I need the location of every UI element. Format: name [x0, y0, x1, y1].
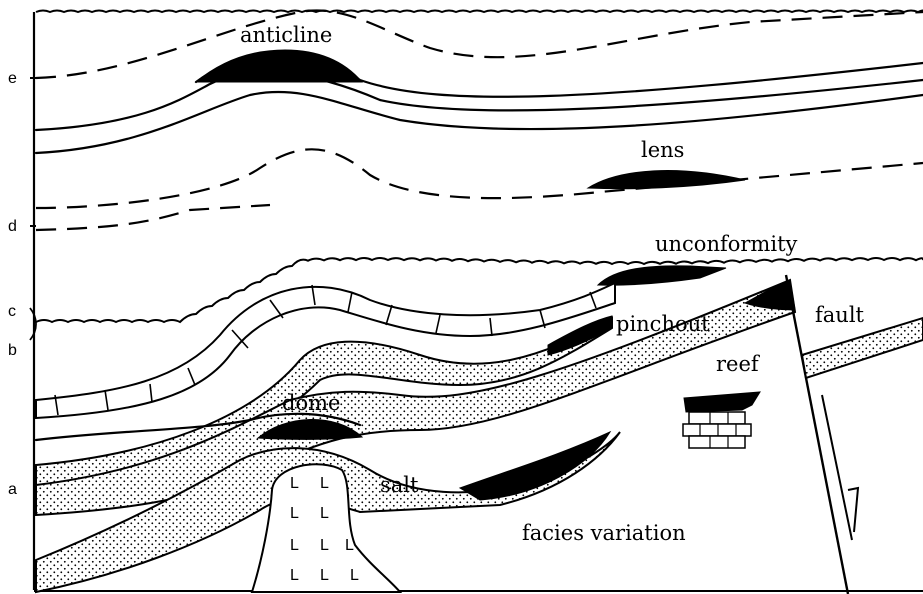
top-surface-wavy [36, 11, 923, 13]
dashed-bedding-d-top [36, 149, 923, 208]
side-label-c: c [8, 303, 16, 320]
anticline-bed-2 [36, 72, 923, 130]
fault-arrow-left [822, 395, 852, 540]
label-dome: dome [282, 391, 340, 415]
salt-symbol: L [320, 537, 329, 554]
salt-symbol: L [345, 537, 354, 554]
hanging-wall-sand-bed [802, 318, 923, 378]
side-label-b: b [8, 342, 17, 359]
salt-symbol: L [320, 475, 329, 492]
anticline-bed-3 [36, 92, 923, 153]
lens-trap [588, 171, 745, 189]
reef-body [683, 392, 760, 448]
label-salt: salt [380, 473, 419, 497]
dashed-bedding-d-bottom [36, 205, 270, 230]
side-label-a: a [8, 481, 17, 498]
label-pinchout: pinchout [616, 312, 710, 336]
salt-symbol: L [290, 567, 299, 584]
anticline-trap [196, 50, 362, 82]
label-lens: lens [641, 138, 684, 162]
unconformity-trap [598, 266, 726, 285]
label-anticline: anticline [240, 23, 332, 47]
label-reef: reef [716, 352, 761, 376]
salt-symbol: L [320, 505, 329, 522]
salt-symbol: L [320, 567, 329, 584]
salt-symbol: L [290, 505, 299, 522]
salt-symbol: L [350, 567, 359, 584]
side-label-d: d [8, 218, 17, 235]
salt-symbol: L [290, 475, 299, 492]
dashed-bedding-e-upper [36, 11, 923, 78]
label-unconformity: unconformity [655, 232, 798, 256]
label-facies-variation: facies variation [522, 521, 686, 545]
label-fault: fault [815, 303, 865, 327]
salt-symbol: L [290, 537, 299, 554]
side-label-e: e [8, 70, 17, 87]
